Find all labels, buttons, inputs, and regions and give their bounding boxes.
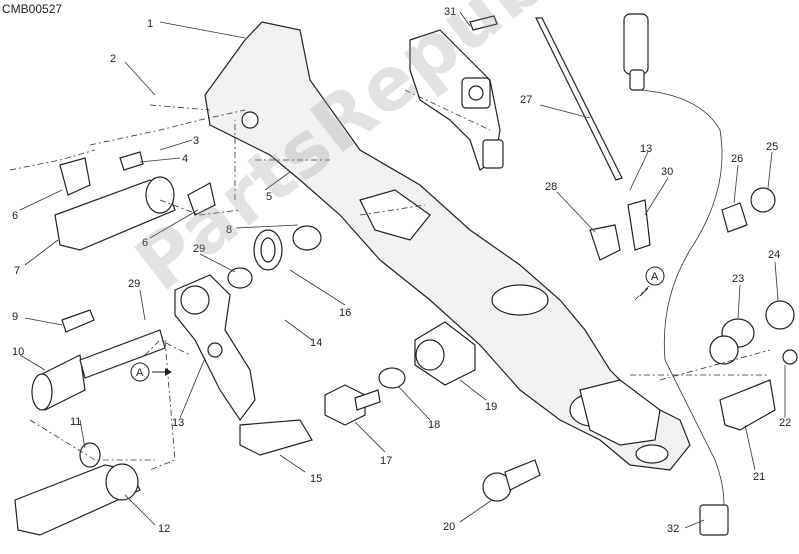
callout-24: 24 xyxy=(768,249,780,261)
reference-marker-a-right: A xyxy=(639,266,665,297)
callout-9: 9 xyxy=(12,311,18,323)
washer-18-part xyxy=(378,367,406,389)
bracket-21-part xyxy=(719,349,798,431)
callout-6a: 6 xyxy=(12,210,18,222)
callout-16: 16 xyxy=(339,307,351,319)
spring-part xyxy=(79,225,322,468)
callout-22: 22 xyxy=(779,417,791,429)
callout-19: 19 xyxy=(485,401,497,413)
callout-8: 8 xyxy=(226,224,232,236)
callout-10: 10 xyxy=(12,346,24,358)
callout-17: 17 xyxy=(380,455,392,467)
callout-7: 7 xyxy=(14,265,20,277)
pulley-23-part xyxy=(709,318,755,365)
callout-23: 23 xyxy=(732,273,744,285)
washer-24-part xyxy=(765,300,795,330)
callout-25: 25 xyxy=(766,141,778,153)
callout-32: 32 xyxy=(667,523,679,535)
callout-13: 13 xyxy=(172,417,184,429)
leader-lines xyxy=(19,11,786,529)
callout-29a: 29 xyxy=(128,278,140,290)
bushing-19-part xyxy=(414,321,476,386)
master-cylinder-part xyxy=(409,15,504,171)
callout-21: 21 xyxy=(753,471,765,483)
callout-5: 5 xyxy=(266,191,272,203)
callout-18: 18 xyxy=(428,419,440,431)
brake-lever-part xyxy=(174,274,313,456)
callout-3: 3 xyxy=(193,135,199,147)
clip-28-30-part xyxy=(589,199,651,261)
cap-25-26-part xyxy=(721,187,776,233)
svg-text:A: A xyxy=(136,367,144,379)
callout-2: 2 xyxy=(110,53,116,65)
callout-30: 30 xyxy=(661,166,673,178)
reference-marker-a-left: A xyxy=(130,362,172,382)
callout-11: 11 xyxy=(70,416,81,428)
callout-4: 4 xyxy=(182,153,188,165)
footpeg-lower-part xyxy=(14,463,141,536)
svg-text:A: A xyxy=(651,271,659,283)
callout-26: 26 xyxy=(731,153,743,165)
diagram-code: CMB00527 xyxy=(2,2,63,16)
bolt-17-part xyxy=(324,384,381,426)
assembly-lines xyxy=(9,89,771,471)
callout-1: 1 xyxy=(147,18,153,30)
callout-12: 12 xyxy=(158,523,170,535)
bolt-20-part xyxy=(482,459,541,502)
brake-rod-part xyxy=(535,17,623,181)
callout-labels: 1 2 3 4 5 6 6 7 8 9 10 11 12 13 14 15 16… xyxy=(12,6,791,535)
main-frame-part xyxy=(204,21,691,471)
callout-14: 14 xyxy=(310,337,322,349)
callout-6b: 6 xyxy=(142,237,148,249)
callout-15: 15 xyxy=(310,473,322,485)
callout-20: 20 xyxy=(443,521,455,533)
callout-28: 28 xyxy=(545,181,557,193)
callout-27: 27 xyxy=(520,94,532,106)
callout-13-top: 13 xyxy=(640,143,652,155)
footpeg-upper-part xyxy=(54,151,216,251)
callout-31: 31 xyxy=(444,6,456,18)
stop-light-switch-part xyxy=(623,13,729,536)
callout-29b: 29 xyxy=(193,243,205,255)
shaft-part xyxy=(31,309,166,411)
